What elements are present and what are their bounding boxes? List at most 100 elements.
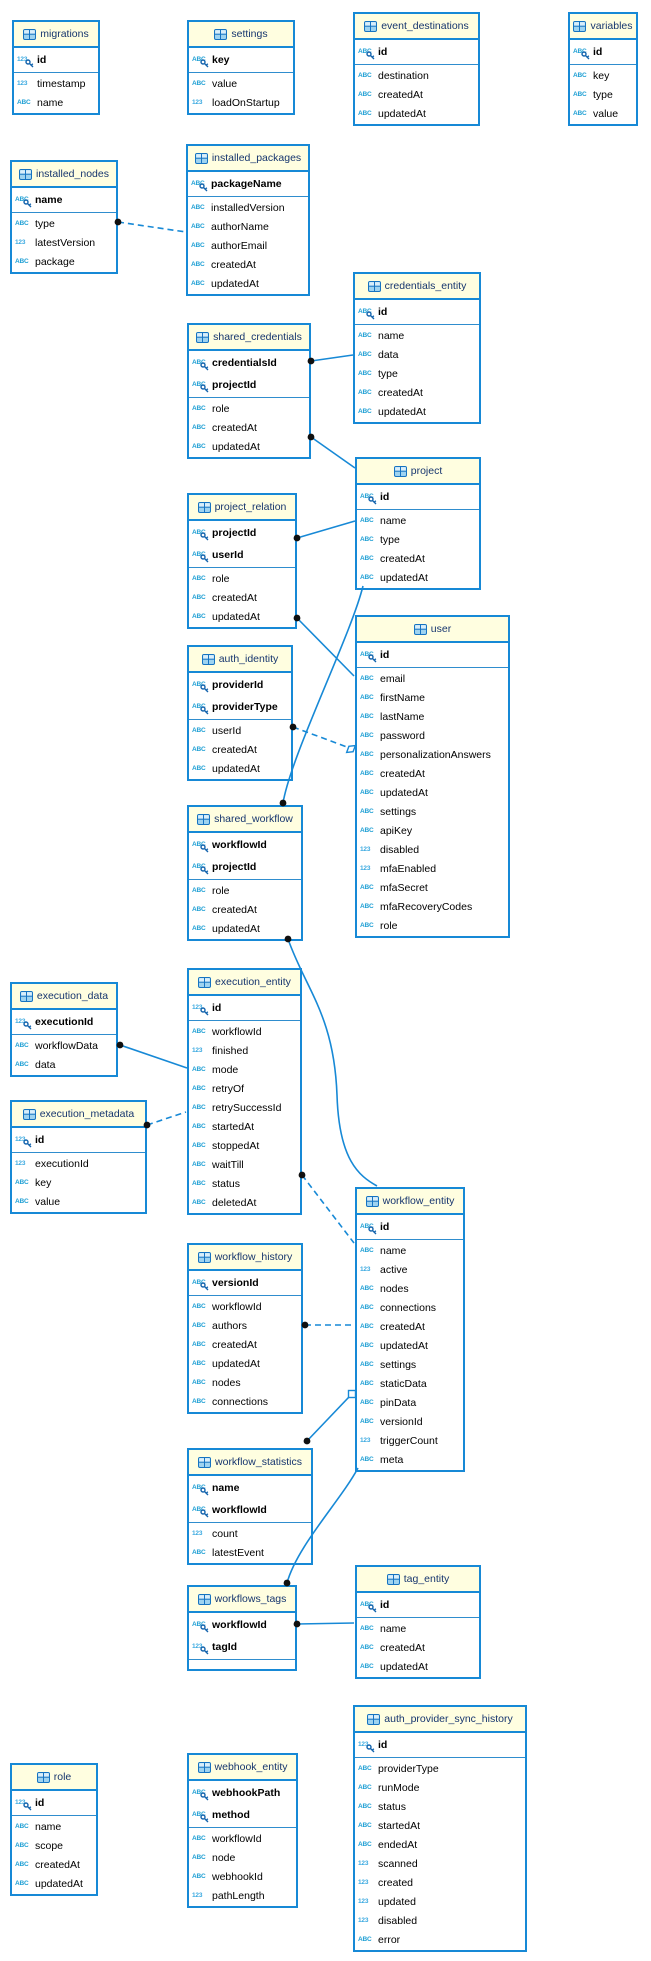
table-header[interactable]: migrations [14, 22, 98, 48]
table-header[interactable]: credentials_entity [355, 274, 479, 300]
table-header[interactable]: auth_provider_sync_history [355, 1707, 525, 1733]
table-header[interactable]: variables [570, 14, 636, 40]
table-header[interactable]: workflow_entity [357, 1189, 463, 1215]
table-header[interactable]: project_relation [189, 495, 295, 521]
table-header[interactable]: webhook_entity [189, 1755, 296, 1781]
table-header[interactable]: role [12, 1765, 96, 1791]
table-header[interactable]: project [357, 459, 479, 485]
table-header[interactable]: workflow_statistics [189, 1450, 311, 1476]
table-header[interactable]: shared_workflow [189, 807, 301, 833]
table-header[interactable]: installed_packages [188, 146, 308, 172]
table-header[interactable]: settings [189, 22, 293, 48]
table-header[interactable]: event_destinations [355, 14, 478, 40]
table-header[interactable]: user [357, 617, 508, 643]
table-header[interactable]: execution_entity [189, 970, 300, 996]
table-header[interactable]: execution_metadata [12, 1102, 145, 1128]
table-header[interactable]: workflows_tags [189, 1587, 295, 1613]
